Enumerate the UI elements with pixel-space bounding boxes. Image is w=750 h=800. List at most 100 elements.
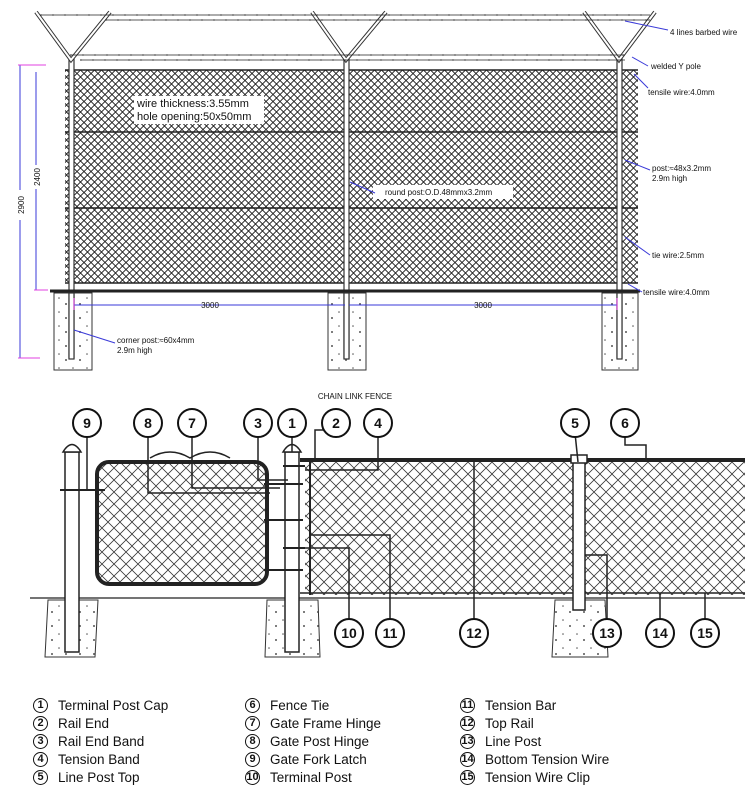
- legend-number: 9: [245, 751, 260, 767]
- legend-label: Rail End Band: [58, 733, 145, 749]
- fence-mesh: [305, 460, 745, 595]
- legend-number: 3: [33, 733, 48, 749]
- y-pole-label: welded Y pole: [650, 62, 702, 71]
- corner-post-label: corner post:≈60x4mm: [117, 336, 195, 345]
- tensile-bottom-label: tensile wire:4.0mm: [643, 288, 710, 297]
- terminal-post: [284, 451, 300, 653]
- legend-number: 13: [460, 733, 475, 749]
- callout-number: 13: [599, 625, 615, 641]
- callout-7: 5: [560, 408, 590, 438]
- callout-number: 1: [288, 415, 296, 431]
- legend-label: Bottom Tension Wire: [485, 751, 610, 767]
- callout-number: 12: [466, 625, 482, 641]
- legend-item: 6 Fence Tie: [245, 696, 329, 714]
- callout-number: 15: [697, 625, 713, 641]
- legend-item: 15 Tension Wire Clip: [460, 768, 590, 786]
- callout-circle: [277, 408, 307, 438]
- callout-circle: [645, 618, 675, 648]
- callout-5: 2: [321, 408, 351, 438]
- callout-4: 14: [645, 618, 675, 648]
- callout-circle: [363, 408, 393, 438]
- callout-circle: [72, 408, 102, 438]
- gate-post: [64, 451, 80, 653]
- legend-label: Gate Fork Latch: [270, 751, 367, 767]
- callout-6: 4: [363, 408, 393, 438]
- legend-label: Tension Bar: [485, 697, 557, 713]
- callout-circle: [560, 408, 590, 438]
- callout-3: 3: [243, 408, 273, 438]
- legend-item: 14 Bottom Tension Wire: [460, 750, 609, 768]
- span-left: 3000: [201, 301, 219, 310]
- tie-wire-label: tie wire:2.5mm: [652, 251, 704, 260]
- callout-number: 4: [374, 415, 382, 431]
- callout-0: 10: [334, 618, 364, 648]
- legend-label: Line Post: [485, 733, 542, 749]
- concrete-footing: [551, 599, 609, 658]
- legend-label: Terminal Post: [270, 769, 352, 785]
- corner-height-label: 2.9m high: [117, 346, 152, 355]
- callout-circle: [690, 618, 720, 648]
- legend-number: 14: [460, 751, 475, 767]
- legend-number: 10: [245, 769, 260, 785]
- legend-item: 7 Gate Frame Hinge: [245, 714, 381, 732]
- legend-item: 10 Terminal Post: [245, 768, 352, 786]
- legend-number: 6: [245, 697, 260, 713]
- legend-number: 4: [33, 751, 48, 767]
- round-post-label: round post:O.D.48mmx3.2mm: [385, 188, 492, 197]
- legend-number: 11: [460, 697, 475, 713]
- wire-thickness-label: wire thickness:3.55mm: [136, 98, 249, 110]
- legend-label: Fence Tie: [270, 697, 330, 713]
- legend-label: Line Post Top: [58, 769, 140, 785]
- callout-number: 2: [332, 415, 340, 431]
- barbed-wires: [40, 14, 650, 61]
- callout-circle: [321, 408, 351, 438]
- callout-circle: [610, 408, 640, 438]
- legend-number: 2: [33, 715, 48, 731]
- legend-item: 5 Line Post Top: [33, 768, 140, 786]
- gate-frame: [95, 460, 269, 586]
- post-height-label: 2.9m high: [652, 174, 687, 183]
- callout-circle: [177, 408, 207, 438]
- hole-opening-label: hole opening:50x50mm: [137, 111, 251, 123]
- legend-number: 8: [245, 733, 260, 749]
- callout-number: 14: [652, 625, 668, 641]
- callout-1: 8: [133, 408, 163, 438]
- top-fence-elevation: 2900 2400 3000 3000 wire thickness:3.55m…: [8, 10, 738, 401]
- legend-label: Gate Post Hinge: [270, 733, 370, 749]
- legend-label: Tension Wire Clip: [485, 769, 591, 785]
- callout-0: 9: [72, 408, 102, 438]
- callout-circle: [375, 618, 405, 648]
- terminal-post-cap: [61, 443, 83, 453]
- legend-label: Tension Band: [58, 751, 140, 767]
- callout-8: 6: [610, 408, 640, 438]
- callout-number: 11: [383, 625, 398, 641]
- tensile-top-label: tensile wire:4.0mm: [648, 88, 715, 97]
- callout-circle: [133, 408, 163, 438]
- callout-number: 8: [144, 415, 152, 431]
- callout-number: 10: [341, 625, 357, 641]
- legend-number: 5: [33, 769, 48, 785]
- legend-number: 15: [460, 769, 475, 785]
- dim-2400: 2400: [33, 168, 42, 186]
- callout-leaders: [86, 429, 706, 620]
- diagram-caption: CHAIN LINK FENCE: [318, 392, 392, 401]
- callout-circle: [459, 618, 489, 648]
- callout-4: 1: [277, 408, 307, 438]
- callout-1: 11: [375, 618, 405, 648]
- legend-item: 8 Gate Post Hinge: [245, 732, 369, 750]
- legend-number: 7: [245, 715, 260, 731]
- span-right: 3000: [474, 301, 492, 310]
- callout-number: 5: [571, 415, 579, 431]
- legend-label: Gate Frame Hinge: [270, 715, 382, 731]
- callout-2: 7: [177, 408, 207, 438]
- dim-2900: 2900: [17, 196, 26, 214]
- callout-number: 9: [83, 415, 91, 431]
- legend-label: Rail End: [58, 715, 110, 731]
- legend-item: 2 Rail End: [33, 714, 109, 732]
- legend-label: Top Rail: [485, 715, 534, 731]
- legend-item: 11 Tension Bar: [460, 696, 556, 714]
